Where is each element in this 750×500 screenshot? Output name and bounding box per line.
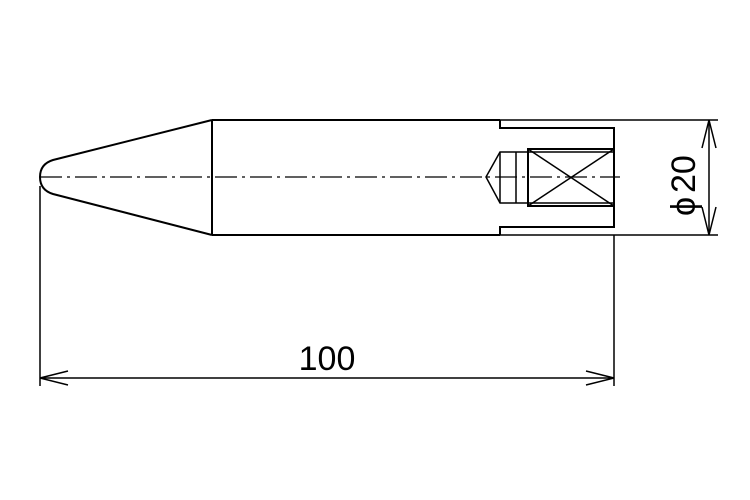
- length-dimension-label: 100: [299, 340, 356, 378]
- body-outline: [211, 119, 500, 236]
- length-arrow-right: [585, 370, 615, 386]
- length-arrow-left: [39, 370, 69, 386]
- diameter-dimension-label: ϕ 20: [665, 155, 703, 216]
- diameter-symbol: ϕ: [665, 197, 703, 216]
- diameter-arrow-top: [701, 119, 717, 149]
- diameter-arrow-bottom: [701, 206, 717, 236]
- diameter-value: 20: [665, 155, 703, 193]
- bore-outline: [485, 151, 614, 204]
